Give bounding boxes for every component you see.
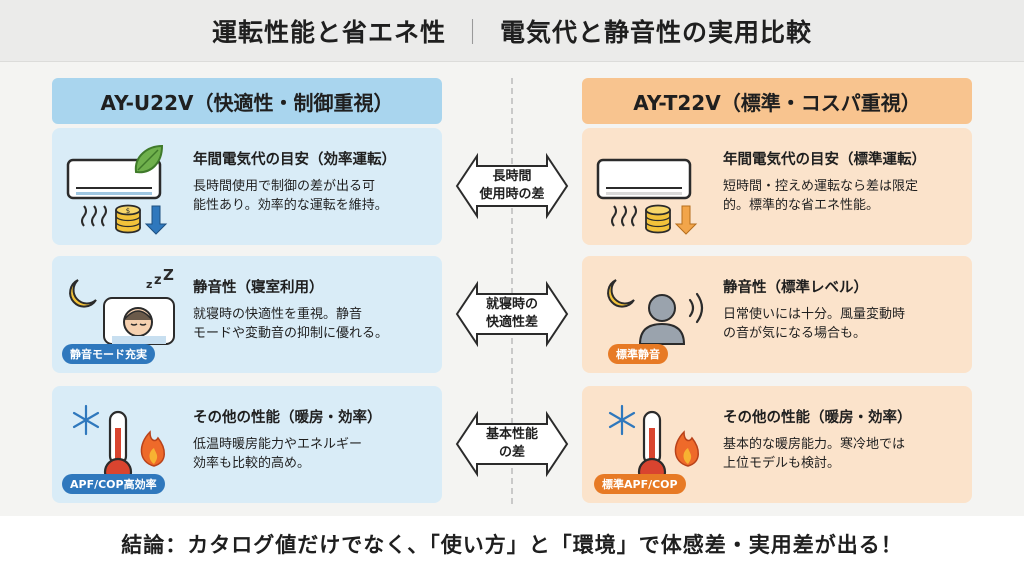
right-card-electricity-title: 年間電気代の目安（標準運転） xyxy=(723,152,926,168)
moon-icon xyxy=(607,279,635,308)
right-card-other-desc-line2: 上位モデルも検討。 xyxy=(723,456,841,471)
double-arrow-icon xyxy=(455,280,569,348)
comparison-usage-line1: 長時間 xyxy=(492,169,532,184)
svg-text:$: $ xyxy=(126,207,130,215)
right-card-electricity: 年間電気代の目安（標準運転） 短時間・控えめ運転なら差は限定 的。標準的な省エネ… xyxy=(582,128,972,245)
right-card-electricity-desc-line1: 短時間・控えめ運転なら差は限定 xyxy=(723,179,919,194)
left-card-noise: z z Z 静音モード充実 静音性（寝室利用） 就寝時の快適性を重視。静音 モー… xyxy=(52,256,442,373)
left-other-badge: APF/COP高効率 xyxy=(62,474,165,494)
leaf-icon xyxy=(134,144,164,174)
right-noise-badge: 標準静音 xyxy=(608,344,668,364)
right-card-other-title: その他の性能（暖房・効率） xyxy=(723,410,912,426)
right-other-badge: 標準APF/COP xyxy=(594,474,686,494)
left-card-other: APF/COP高効率 その他の性能（暖房・効率） 低温時暖房能力やエネルギー 効… xyxy=(52,386,442,503)
right-model-title: AY-T22V（標準・コスパ重視） xyxy=(582,78,972,124)
comparison-usage-line2: 使用時の差 xyxy=(479,187,545,202)
left-card-noise-desc-line2: モードや変動音の抑制に優れる。 xyxy=(193,326,389,341)
left-model-title: AY-U22V（快適性・制御重視） xyxy=(52,78,442,124)
page-header: 運転性能と省エネ性 ｜ 電気代と静音性の実用比較 xyxy=(0,0,1024,62)
header-separator: ｜ xyxy=(459,17,486,47)
left-card-other-title: その他の性能（暖房・効率） xyxy=(193,410,382,426)
comparison-arrow-sleep: 就寝時の 快適性差 xyxy=(455,278,569,350)
left-noise-badge: 静音モード充実 xyxy=(62,344,155,364)
conclusion-bar: 結論：カタログ値だけでなく、「使い方」と「環境」で体感差・実用差が出る！ xyxy=(0,516,1024,572)
comparison-arrow-usage: 長時間 使用時の差 xyxy=(455,150,569,222)
down-arrow-icon xyxy=(144,205,168,235)
sleeping-person-icon: z z Z xyxy=(69,268,175,345)
svg-text:z: z xyxy=(154,273,162,288)
left-card-noise-title: 静音性（寝室利用） xyxy=(193,280,324,296)
right-card-electricity-desc-line2: 的。標準的な省エネ性能。 xyxy=(723,198,880,213)
coin-stack-icon xyxy=(645,204,671,234)
right-card-noise-desc-line2: の音が気になる場合も。 xyxy=(723,326,867,341)
double-arrow-icon xyxy=(455,152,569,220)
down-arrow-icon xyxy=(674,205,698,235)
comparison-sleep-line2: 快適性差 xyxy=(485,315,538,330)
right-card-noise-desc-line1: 日常使いには十分。風量変動時 xyxy=(723,307,906,322)
moon-icon xyxy=(69,279,97,308)
person-icon xyxy=(607,279,704,345)
air-conditioner-icon xyxy=(596,158,698,235)
comparison-basic-line2: の差 xyxy=(498,445,525,460)
right-card-noise: 標準静音 静音性（標準レベル） 日常使いには十分。風量変動時 の音が気になる場合… xyxy=(582,256,972,373)
left-card-other-desc-line1: 低温時暖房能力やエネルギー xyxy=(193,437,363,452)
snowflake-icon xyxy=(72,404,100,436)
coin-stack-icon: $ xyxy=(115,204,141,234)
comparison-arrow-basic: 基本性能 の差 xyxy=(455,408,569,480)
double-arrow-icon xyxy=(455,410,569,478)
right-card-other-desc-line1: 基本的な暖房能力。寒冷地では xyxy=(723,437,906,452)
header-title-left: 運転性能と省エネ性 xyxy=(211,17,446,47)
comparison-basic-line1: 基本性能 xyxy=(485,427,538,442)
air-conditioner-icon: $ xyxy=(66,144,168,235)
right-card-noise-title: 静音性（標準レベル） xyxy=(723,280,868,296)
left-card-electricity-desc-line2: 能性あり。効率的な運転を維持。 xyxy=(193,198,388,213)
svg-text:Z: Z xyxy=(163,268,174,284)
left-card-noise-desc-line1: 就寝時の快適性を重視。静音 xyxy=(193,307,363,322)
snowflake-icon xyxy=(608,404,636,436)
left-card-electricity: $ 年間電気代の目安（効率運転） 長時間使用で制御の差が出る可 能性あり。効率的… xyxy=(52,128,442,245)
comparison-sleep-line1: 就寝時の xyxy=(485,297,538,312)
sound-wave-icon xyxy=(688,292,704,324)
header-title-right: 電気代と静音性の実用比較 xyxy=(500,17,813,47)
svg-text:z: z xyxy=(146,278,152,291)
left-card-electricity-title: 年間電気代の目安（効率運転） xyxy=(193,152,396,168)
right-card-other: 標準APF/COP その他の性能（暖房・効率） 基本的な暖房能力。寒冷地では 上… xyxy=(582,386,972,503)
left-card-other-desc-line2: 効率も比較的高め。 xyxy=(193,456,311,471)
center-divider xyxy=(511,78,513,504)
left-card-electricity-desc-line1: 長時間使用で制御の差が出る可 xyxy=(193,179,376,194)
